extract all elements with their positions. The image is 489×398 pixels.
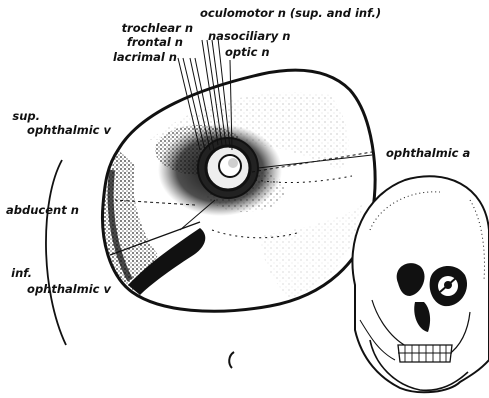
left-brace bbox=[46, 160, 66, 345]
label-oculomotor-nerve: oculomotor n (sup. and inf.) bbox=[200, 7, 381, 20]
skull-illustration bbox=[352, 176, 489, 392]
label-superior-ophthalmic-vein-line2: ophthalmic v bbox=[27, 124, 111, 137]
skull-teeth bbox=[398, 345, 452, 362]
label-ophthalmic-artery: ophthalmic a bbox=[386, 147, 470, 160]
label-superior-ophthalmic-vein-line1: sup. bbox=[12, 110, 40, 123]
label-optic-nerve: optic n bbox=[225, 46, 270, 59]
label-nasociliary-nerve: nasociliary n bbox=[208, 30, 290, 43]
label-frontal-nerve: frontal n bbox=[127, 36, 183, 49]
label-inferior-ophthalmic-vein-line2: ophthalmic v bbox=[27, 283, 111, 296]
label-trochlear-nerve: trochlear n bbox=[122, 22, 193, 35]
label-inferior-ophthalmic-vein-line1: inf. bbox=[11, 267, 32, 280]
label-lacrimal-nerve: lacrimal n bbox=[113, 51, 177, 64]
label-abducent-nerve: abducent n bbox=[6, 204, 79, 217]
